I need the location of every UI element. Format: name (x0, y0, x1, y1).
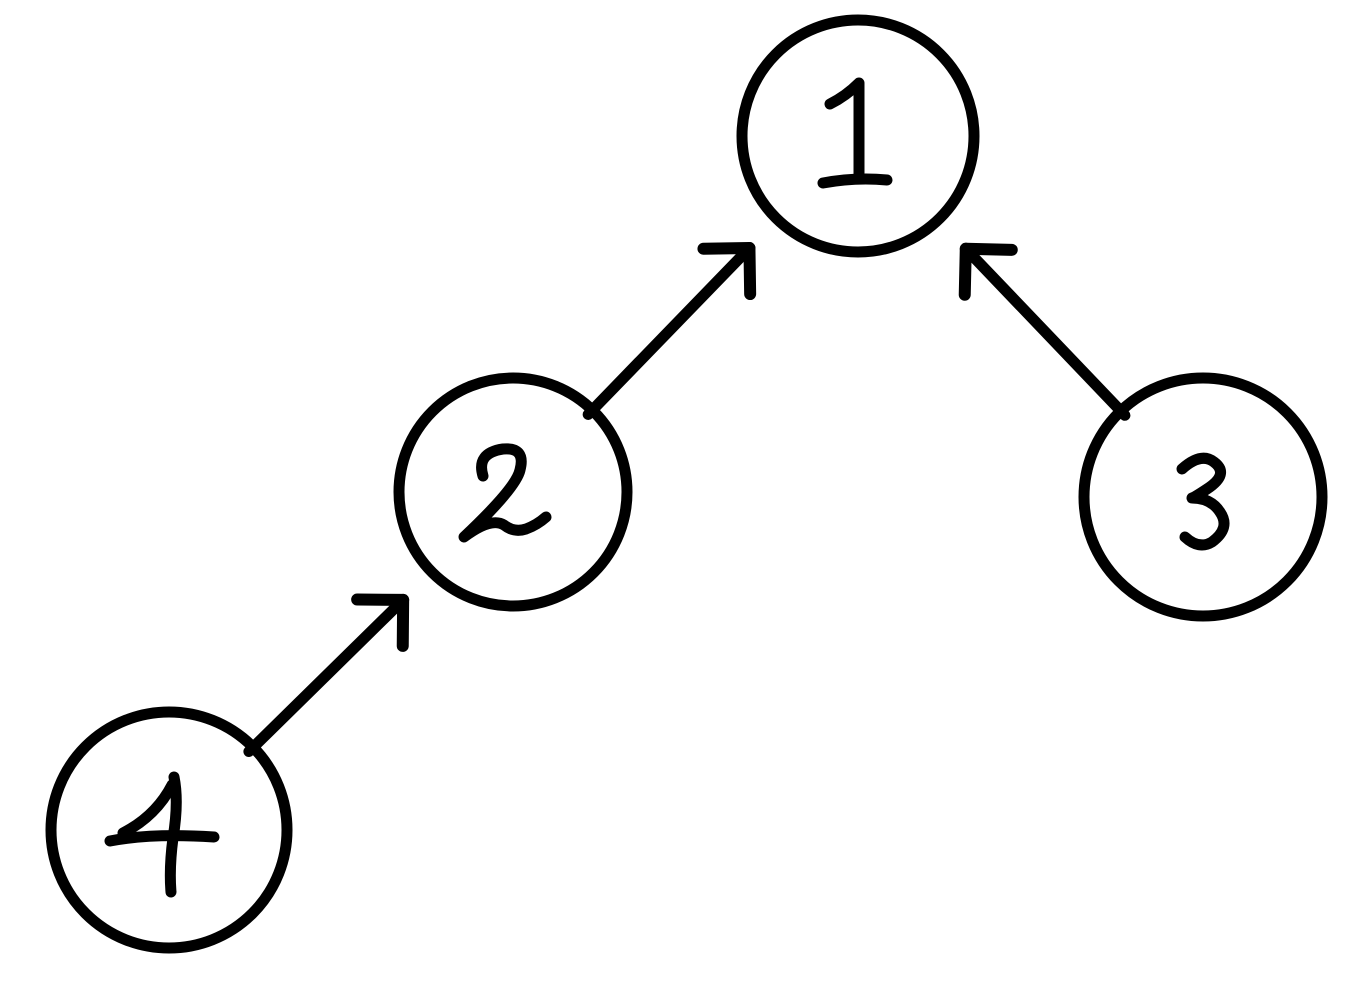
edge-line (243, 594, 409, 758)
arrowhead-icon (958, 242, 972, 301)
arrowhead-icon (697, 242, 756, 255)
node-3 (1078, 372, 1328, 622)
edge-3-1 (958, 242, 1131, 421)
node-label-glyph (817, 173, 893, 189)
node-label-glyph (104, 830, 220, 847)
node-label-glyph (164, 771, 182, 898)
arrowhead-icon (959, 242, 1018, 256)
arrowhead-icon (743, 242, 757, 301)
node-label-glyph (824, 77, 865, 180)
node-4 (45, 706, 293, 954)
node-1 (736, 14, 980, 258)
node-label-glyph (1176, 452, 1230, 551)
edge-2-1 (582, 242, 757, 420)
node-label-glyph (458, 443, 552, 543)
edge-line (960, 243, 1131, 421)
edge-4-2 (243, 593, 410, 758)
edge-line (582, 242, 755, 420)
node-label-glyph (117, 779, 178, 839)
node-2 (393, 372, 633, 612)
